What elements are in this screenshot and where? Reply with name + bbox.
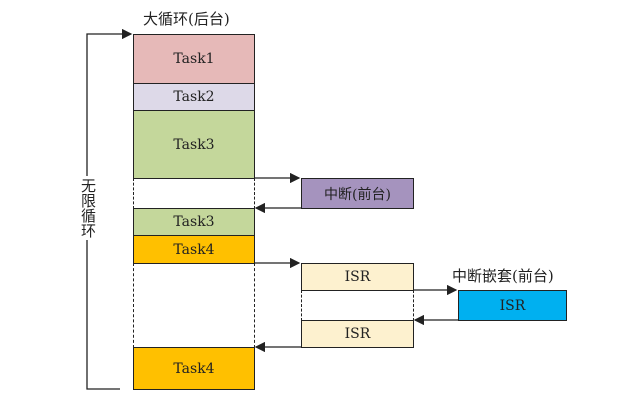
isr-resume-block: ISR	[301, 320, 414, 348]
isr-block: ISR	[301, 263, 414, 291]
interrupted-gap	[133, 263, 255, 348]
task4-block: Task4	[133, 235, 255, 264]
background-loop-title: 大循环(后台)	[143, 10, 230, 28]
interrupted-gap	[301, 290, 414, 321]
task3-block: Task3	[133, 110, 255, 179]
task2-block: Task2	[133, 83, 255, 111]
task3-resume-block: Task3	[133, 208, 255, 236]
nested-interrupt-label: 中断嵌套(前台)	[452, 267, 554, 285]
infinite-loop-label: 无限循环	[78, 176, 99, 240]
interrupt-block: 中断(前台)	[301, 178, 414, 209]
task1-block: Task1	[133, 34, 255, 84]
task4-resume-block: Task4	[133, 347, 255, 390]
interrupted-gap	[133, 178, 255, 209]
nested-isr-block: ISR	[458, 290, 567, 321]
